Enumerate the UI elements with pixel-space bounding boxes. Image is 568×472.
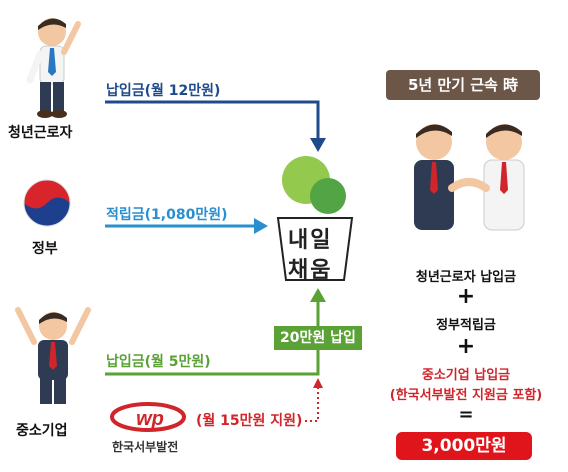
company-support-label: (월 15만원 지원) (196, 413, 303, 429)
maturity-header: 5년 만기 근속 時 (386, 70, 540, 100)
youth-arrow (105, 100, 320, 140)
company-logo: wp (110, 398, 190, 432)
company-name-label: 한국서부발전 (112, 440, 179, 454)
plus-sign-2: + (456, 334, 476, 359)
government-contribution-label: 적립금(1,080만원) (106, 207, 228, 223)
youth-label: 청년근로자 (8, 125, 73, 141)
fund-tree-icon (270, 150, 360, 290)
gov-arrowhead (254, 218, 268, 234)
sme-contribution-label: 납입금(월 5만원) (106, 354, 211, 370)
result-item-sme: 중소기업 납입금 (421, 368, 511, 383)
government-emblem-icon (22, 178, 72, 228)
company-logo-text: wp (136, 408, 164, 430)
result-item-government: 정부적립금 (436, 318, 496, 333)
result-item-sme-note: (한국서부발전 지원금 포함) (389, 388, 543, 403)
combined-payment-badge: 20만원 납입 (274, 326, 362, 350)
total-amount: 3,000만원 (396, 432, 532, 460)
youth-contribution-label: 납입금(월 12만원) (106, 83, 221, 99)
fund-name-line2: 채움 (288, 258, 333, 283)
sme-figure (8, 302, 98, 410)
result-item-youth: 청년근로자 납입금 (415, 270, 517, 285)
support-arrow (305, 386, 319, 422)
equals-sign: = (458, 404, 474, 425)
support-arrowhead (313, 378, 323, 388)
youth-figure (12, 10, 90, 120)
handshake-figures (392, 110, 542, 250)
fund-name-line1: 내일 (288, 228, 333, 253)
sme-arrow (105, 300, 320, 376)
plus-sign-1: + (456, 284, 476, 309)
government-label: 정부 (32, 241, 58, 257)
sme-arrowhead (310, 288, 326, 302)
sme-label: 중소기업 (16, 423, 68, 439)
youth-arrowhead (310, 138, 326, 152)
